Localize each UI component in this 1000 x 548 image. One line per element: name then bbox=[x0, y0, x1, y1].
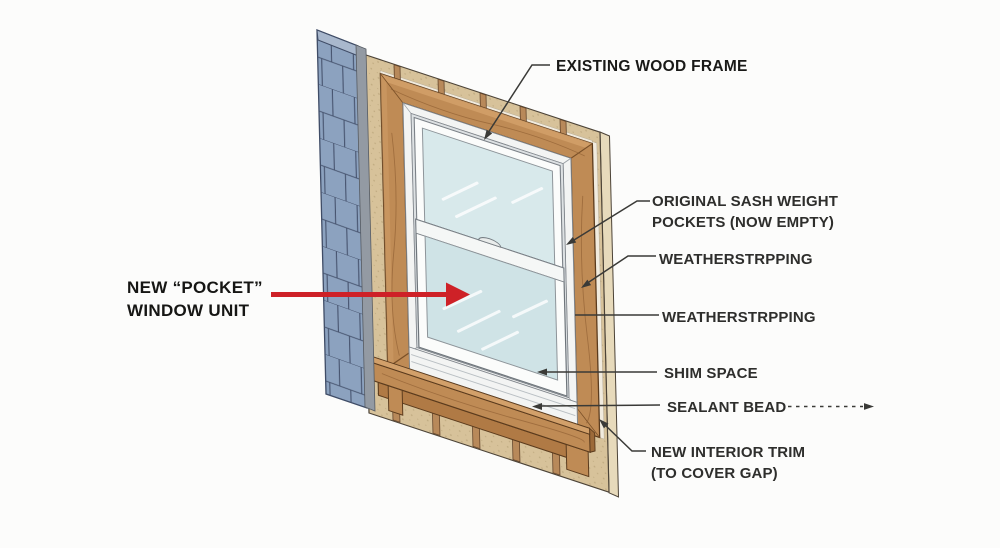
label-sash-weight-pockets: ORIGINAL SASH WEIGHT POCKETS (NOW EMPTY) bbox=[652, 191, 838, 233]
leader-arrowhead bbox=[532, 403, 542, 410]
window-unit-graphic bbox=[402, 102, 579, 425]
dotted-arrowhead bbox=[864, 403, 874, 410]
leader-arrowhead bbox=[566, 236, 577, 245]
lower-glass bbox=[424, 235, 559, 381]
label-line: (TO COVER GAP) bbox=[651, 465, 778, 482]
leader-arrowhead bbox=[599, 419, 609, 429]
leader-arrowhead bbox=[484, 129, 493, 140]
frame-head-highlight bbox=[380, 73, 593, 149]
leader-shim-space bbox=[537, 368, 657, 376]
leader-sealant-bead bbox=[532, 403, 661, 410]
sealant-dotted-arrow bbox=[788, 403, 874, 410]
glass-reflection-lower bbox=[442, 289, 549, 351]
shingle-siding bbox=[316, 29, 368, 409]
leader-arrowhead bbox=[581, 279, 592, 288]
label-line: WINDOW UNIT bbox=[127, 301, 250, 320]
label-weatherstripping-upper: WEATHERSTRPPING bbox=[659, 251, 813, 268]
sill-end-cap bbox=[589, 427, 596, 453]
label-line: NEW “POCKET” bbox=[127, 278, 263, 297]
label-line: NEW INTERIOR TRIM bbox=[651, 444, 806, 461]
wall-plane bbox=[359, 52, 610, 493]
annotations bbox=[484, 64, 874, 452]
label-sealant-bead: SEALANT BEAD bbox=[667, 399, 787, 416]
label-new-pocket-window-unit: NEW “POCKET” WINDOW UNIT bbox=[127, 276, 263, 322]
top-studs bbox=[393, 64, 567, 137]
label-weatherstripping-lower: WEATHERSTRPPING bbox=[662, 309, 816, 326]
red-arrowhead bbox=[446, 282, 470, 307]
sill-grain bbox=[381, 373, 585, 443]
leader-interior-trim bbox=[599, 419, 646, 452]
leader-existing-frame bbox=[484, 64, 550, 140]
leader-weatherstripping-upper bbox=[581, 255, 656, 288]
corner-strip bbox=[355, 44, 376, 412]
wood-grain bbox=[390, 88, 592, 424]
sash-lock bbox=[478, 237, 502, 248]
label-existing-wood-frame: EXISTING WOOD FRAME bbox=[556, 58, 748, 75]
red-pointer-arrow bbox=[271, 282, 470, 307]
label-shim-space: SHIM SPACE bbox=[664, 365, 758, 382]
sill-trim-graphic bbox=[371, 355, 596, 478]
glass-reflection-upper bbox=[441, 181, 544, 219]
leader-sash-pockets bbox=[566, 200, 650, 245]
label-new-interior-trim: NEW INTERIOR TRIM (TO COVER GAP) bbox=[651, 442, 805, 484]
label-line: POCKETS (NOW EMPTY) bbox=[652, 214, 835, 231]
leader-arrowhead bbox=[537, 368, 547, 376]
label-line: ORIGINAL SASH WEIGHT bbox=[652, 193, 839, 210]
frame-miters bbox=[380, 73, 601, 438]
